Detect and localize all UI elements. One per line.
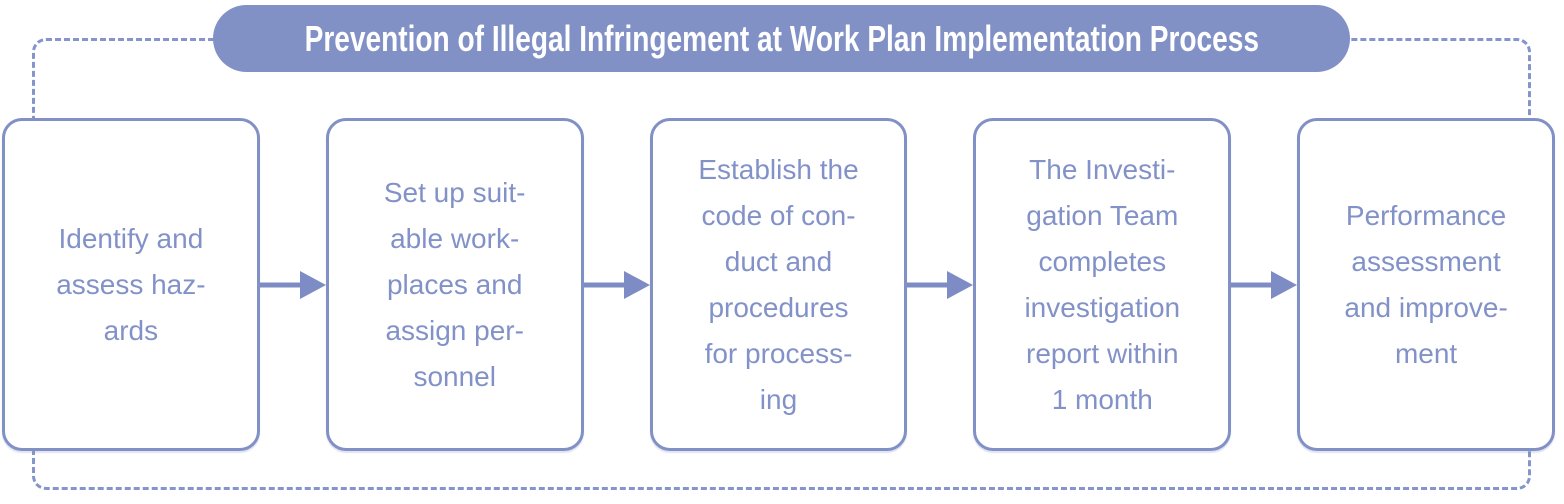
arrow-cell <box>259 118 326 451</box>
flow-arrow-icon <box>1231 270 1298 299</box>
step-text: Establish the code of con- duct and proc… <box>698 153 859 415</box>
step-text: Identify and assess haz- ards <box>56 222 206 346</box>
step-text: Set up suit- able work- places and assig… <box>383 176 526 392</box>
title-banner: Prevention of Illegal Infringement at Wo… <box>213 5 1350 72</box>
step-text: The Investi- gation Team completes inves… <box>1024 153 1181 415</box>
step-box-establish-code: Establish the code of con- duct and proc… <box>649 118 908 451</box>
arrow-cell <box>907 118 974 451</box>
arrow-cell <box>1231 118 1298 451</box>
arrow-cell <box>583 118 650 451</box>
title-text: Prevention of Illegal Infringement at Wo… <box>304 17 1259 59</box>
step-box-identify-hazards: Identify and assess haz- ards <box>2 118 260 451</box>
step-box-investigation-report: The Investi- gation Team completes inves… <box>973 118 1232 451</box>
step-text: Performance assessment and improve- ment <box>1344 199 1508 369</box>
flow-arrow-icon <box>907 270 974 299</box>
step-box-set-up-workplaces: Set up suit- able work- places and assig… <box>325 118 584 451</box>
flow-arrow-icon <box>259 270 326 299</box>
flow-arrow-icon <box>583 270 650 299</box>
process-flow-row: Identify and assess haz- ards Set up sui… <box>2 118 1555 451</box>
step-box-performance-assessment: Performance assessment and improve- ment <box>1297 118 1555 451</box>
